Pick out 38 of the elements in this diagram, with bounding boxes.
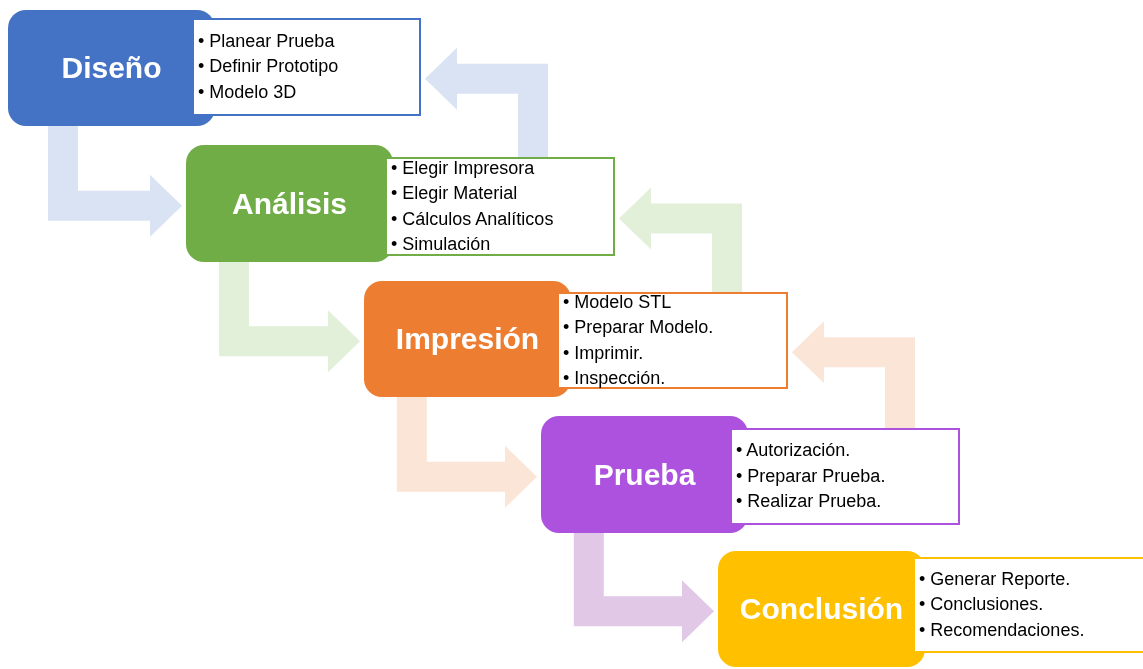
task-list-box <box>385 157 615 256</box>
task-item: • Generar Reporte. <box>919 567 1072 591</box>
task-list-box <box>913 557 1143 653</box>
task-item: • Realizar Prueba. <box>736 490 883 514</box>
arrow <box>48 126 182 237</box>
task-item: • Inspección. <box>563 367 667 390</box>
stage-title: Impresión <box>395 322 540 356</box>
task-list-box <box>730 428 960 525</box>
task-item: • Preparar Prueba. <box>736 464 887 488</box>
task-item: • Recomendaciones. <box>919 618 1086 642</box>
stage-title: Análisis <box>231 186 348 221</box>
task-item: • Modelo STL <box>563 290 673 314</box>
arrow <box>619 187 742 292</box>
task-item: • Elegir Impresora <box>391 156 536 180</box>
stage-title: Prueba <box>593 457 696 492</box>
task-item: • Simulación <box>391 233 492 256</box>
task-item: • Definir Prototipo <box>198 55 340 79</box>
arrow <box>573 533 714 643</box>
task-list-box <box>557 292 788 389</box>
task-item: • Planear Prueba <box>198 29 336 53</box>
task-item: • Conclusiones. <box>919 593 1045 617</box>
arrow <box>219 262 360 373</box>
task-item: • Imprimir. <box>563 341 645 365</box>
stage-title: Diseño <box>61 51 162 85</box>
task-item: • Autorización. <box>736 439 852 463</box>
stage-box <box>364 281 571 397</box>
arrow <box>425 47 548 157</box>
stage-box <box>186 145 393 262</box>
stage-title: Conclusión <box>739 592 904 626</box>
task-item: • Preparar Modelo. <box>563 316 715 339</box>
task-item: • Cálculos Analíticos <box>391 207 555 231</box>
arrow <box>396 397 537 508</box>
task-list-box <box>192 18 421 116</box>
task-item: • Elegir Material <box>391 182 519 205</box>
stage-box <box>718 551 925 667</box>
stage-box <box>541 416 748 533</box>
arrow <box>792 321 915 428</box>
task-item: • Modelo 3D <box>198 80 298 104</box>
